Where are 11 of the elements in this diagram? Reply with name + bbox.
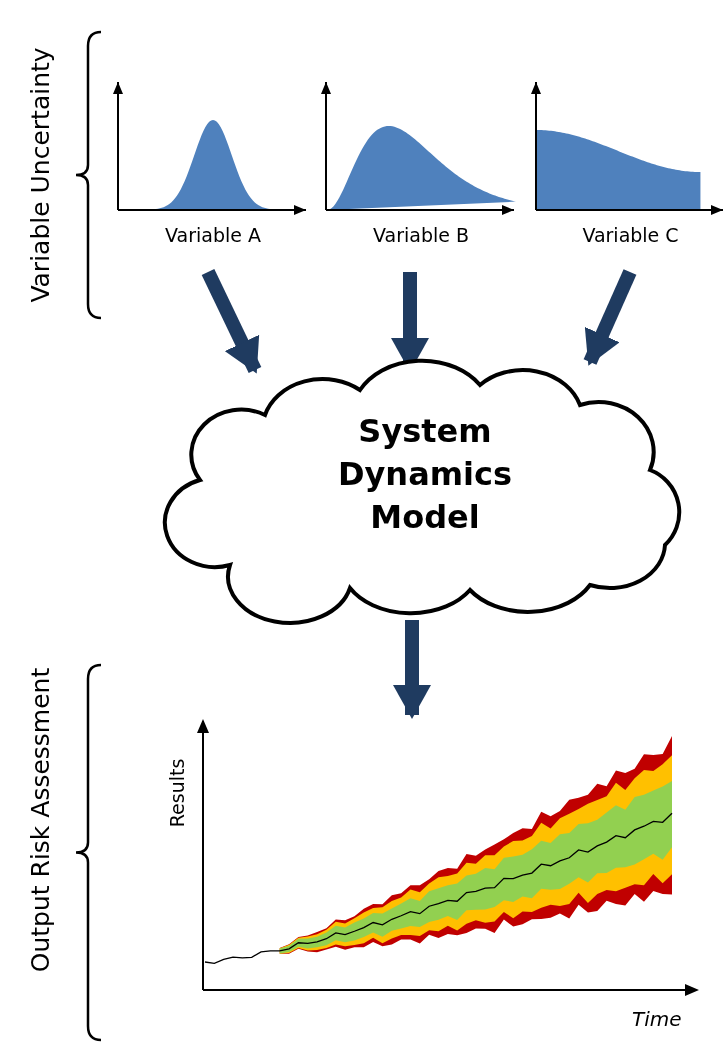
axis-label: Results (166, 758, 188, 828)
variable-label: Variable B (373, 224, 469, 246)
bracket-label: Variable Uncertainty (25, 47, 55, 303)
arrow (393, 620, 431, 719)
arrow (583, 269, 637, 366)
arrow (201, 268, 262, 374)
axis-label: Time (632, 1007, 682, 1031)
variable-label: Variable C (582, 224, 679, 246)
bracket-label: Output Risk Assessment (25, 667, 55, 973)
variable-label: Variable A (165, 224, 261, 246)
model-label: System Dynamics Model (336, 411, 514, 538)
